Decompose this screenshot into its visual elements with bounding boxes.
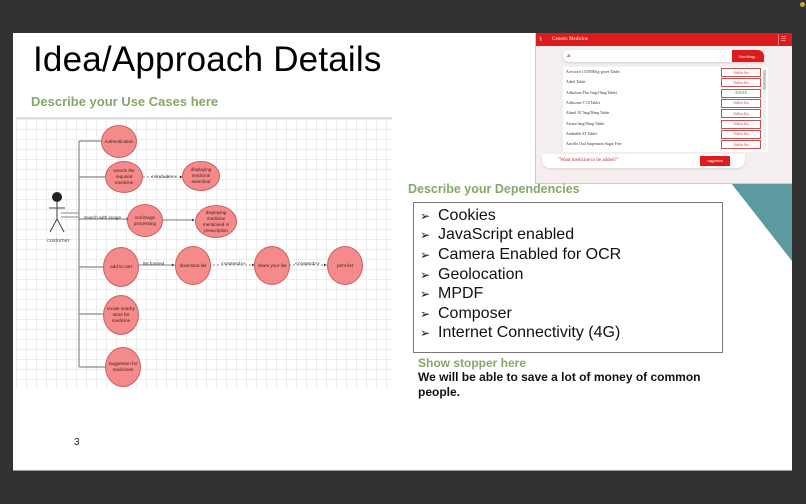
add-to-list-button[interactable]: Add to list: [721, 129, 761, 139]
dependency-item: ➢ Internet Connectivity (4G): [420, 324, 722, 344]
actor-label: customer: [47, 238, 70, 244]
app-logo-icon: ⚕: [539, 36, 543, 43]
arrow-bullet-icon: ➢: [420, 306, 431, 321]
usecase-add-to-cart: add to cart: [103, 247, 139, 287]
app-screenshot: ⚕ Generic Medicine ☰ Searching... Aceclo…: [535, 33, 792, 184]
medicine-name: Aaceflo Oral Suspension Sugar Free: [566, 142, 622, 147]
usecase-download-list: download list: [175, 246, 211, 285]
usecase-display-searched: displaying medicine searched: [182, 161, 220, 191]
usecase-share-list: share your list: [254, 246, 290, 285]
suggestion-button[interactable]: suggestion: [700, 156, 730, 166]
usecase-ocr-processing: ocr/image processing: [127, 204, 163, 237]
suggestion-prompt: "Want medicine to be added?": [558, 158, 619, 163]
add-to-list-button[interactable]: Add to list: [721, 68, 761, 77]
show-stopper-text: We will be able to save a lot of money o…: [418, 370, 701, 399]
dependency-label: Composer: [438, 304, 512, 322]
dependency-label: Camera Enabled for OCR: [438, 245, 622, 263]
list-item: Aceclovir 15/500Mcg-grove Tablet Add to …: [563, 68, 761, 78]
added-button[interactable]: ADDED: [721, 88, 761, 98]
dependency-label: Internet Connectivity (4G): [438, 324, 621, 342]
arrow-bullet-icon: ➢: [420, 287, 431, 302]
usecase-search-medicine: search the required medicine: [105, 161, 143, 193]
scrollbar-thumb[interactable]: [763, 70, 766, 90]
dependency-label: Geolocation: [438, 265, 524, 283]
list-item: Ambodile AT Tablet Add to list: [563, 129, 761, 140]
notification-dot: [800, 2, 805, 7]
medicine-name: Adlaclone Plus 5mg/10mg Tablet: [566, 90, 617, 95]
search-bar: Searching...: [563, 50, 764, 62]
suggestion-bar: "Want medicine to be added?" suggestion: [542, 154, 745, 168]
dependencies-box: ➢ Cookies ➢ JavaScript enabled ➢ Camera Ena…: [413, 202, 723, 353]
medicine-name: Adlacrone T 10 Tablet: [566, 100, 601, 105]
arrow-bullet-icon: ➢: [420, 326, 431, 341]
app-header: ⚕ Generic Medicine ☰: [536, 33, 792, 46]
list-item: Adeol Tablet Add to list: [563, 78, 761, 88]
search-input[interactable]: [567, 52, 727, 60]
dependency-label: JavaScript enabled: [438, 226, 575, 244]
add-to-list-button[interactable]: Add to list: [721, 109, 761, 119]
list-item: Adlacrone T 10 Tablet Add to list: [563, 98, 761, 109]
list-scrollbar[interactable]: [763, 70, 766, 150]
list-item: Aaceflo Oral Suspension Sugar Free Add t…: [563, 140, 761, 150]
dependency-item: ➢ JavaScript enabled: [420, 226, 722, 246]
dependencies-heading: Describe your Dependencies: [408, 182, 580, 196]
dependency-item: ➢ Geolocation: [420, 265, 722, 285]
medicine-name: Alneol AT 5mg/50mg Tablet: [566, 111, 610, 116]
menu-icon[interactable]: ☰: [778, 34, 788, 45]
arrow-bullet-icon: ➢: [420, 228, 431, 243]
medicine-name: Alvasa 5mg/50mg Tablet: [566, 121, 605, 126]
arrow-bullet-icon: ➢: [420, 247, 431, 262]
add-to-list-button[interactable]: Add to list: [721, 140, 761, 150]
extend-label-2: <<extend>>: [295, 261, 320, 266]
dependency-item: ➢ MPDF: [420, 284, 722, 304]
add-to-list-button[interactable]: Add to list: [721, 98, 761, 108]
medicine-name: Ambodile AT Tablet: [566, 131, 597, 136]
add-to-list-button[interactable]: Add to list: [721, 78, 761, 88]
search-button[interactable]: Searching...: [732, 50, 764, 62]
list-item: Adlaclone Plus 5mg/10mg Tablet ADDED: [563, 88, 761, 99]
page-number: 3: [74, 437, 80, 448]
add-to-list-button[interactable]: Add to list: [721, 119, 761, 129]
show-stopper-heading: Show stopper here: [418, 356, 527, 370]
dependency-item: ➢ Composer: [420, 304, 722, 324]
usecase-display-prescription: displaying medicine mentioned in prescri…: [195, 205, 237, 238]
search-image-label: search with image: [84, 215, 122, 220]
diagram-connectors: [49, 140, 327, 368]
arrow-bullet-icon: ➢: [420, 267, 431, 282]
usecase-locate-store: locate nearby store for medicine: [103, 295, 139, 335]
teal-decoration: [731, 183, 792, 261]
medicine-name: Adeol Tablet: [566, 80, 586, 85]
medicine-list: Aceclovir 15/500Mcg-grove Tablet Add to …: [563, 67, 768, 152]
medicine-name: Aceclovir 15/500Mcg-grove Tablet: [566, 70, 620, 74]
app-title: Generic Medicine: [552, 37, 588, 42]
slide-title: Idea/Approach Details: [33, 40, 382, 79]
usecase-print-list: print list: [327, 246, 363, 285]
dependency-label: MPDF: [438, 285, 484, 303]
use-cases-heading: Describe your Use Cases here: [31, 94, 219, 109]
arrow-bullet-icon: ➢: [420, 208, 431, 223]
dependency-item: ➢ Cookies: [420, 206, 722, 226]
list-item: Alneol AT 5mg/50mg Tablet Add to list: [563, 109, 761, 119]
dependency-item: ➢ Camera Enabled for OCR: [420, 245, 722, 265]
slide: Idea/Approach Details Describe your Use …: [13, 33, 792, 471]
dependency-label: Cookies: [438, 206, 496, 224]
usecase-authentication: Authentication: [101, 125, 137, 158]
include-label: <<include>>: [151, 174, 177, 179]
use-case-diagram: customer Authentication search the requi…: [16, 117, 392, 389]
list-formed-label: list formed: [143, 261, 165, 266]
list-item: Alvasa 5mg/50mg Tablet Add to list: [563, 119, 761, 130]
extend-label-1: <<extend>>: [221, 261, 246, 266]
usecase-suggestion: suggestion for medicines: [105, 347, 141, 387]
